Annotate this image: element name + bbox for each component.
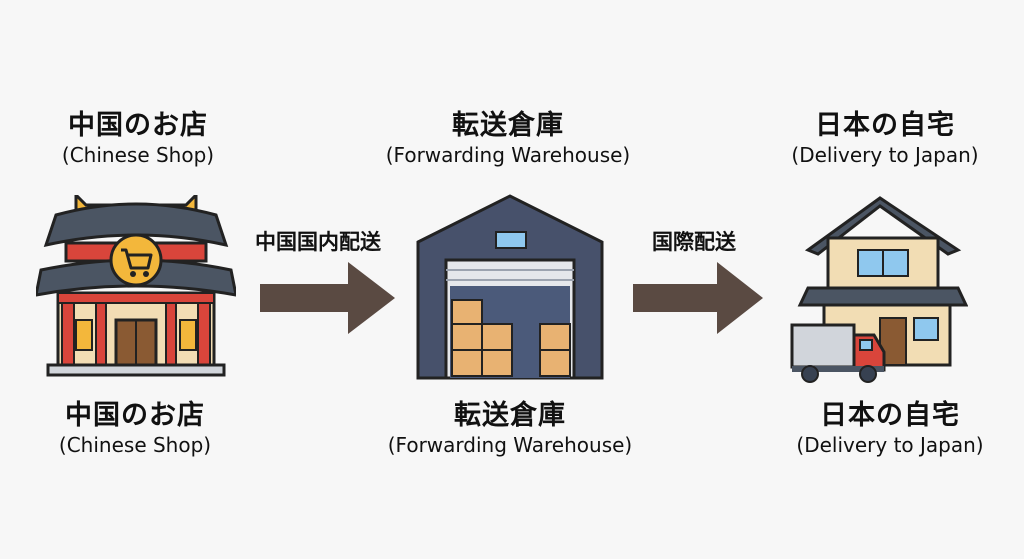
step-3-top-jp: 日本の自宅	[814, 110, 955, 141]
step-3-bottom-jp: 日本の自宅	[819, 400, 960, 431]
step-3-bottom-label: 日本の自宅 (Delivery to Japan)	[796, 400, 983, 458]
step-2-bottom-en: (Forwarding Warehouse)	[387, 433, 633, 457]
arrow-1-label: 中国国内配送	[255, 230, 381, 254]
step-1-top-jp: 中国のお店	[67, 110, 208, 141]
step-1-bottom-label: 中国のお店 (Chinese Shop)	[59, 400, 211, 458]
step-3-top-en: (Delivery to Japan)	[791, 143, 979, 167]
house-truck-icon	[790, 196, 968, 383]
step-1-top-label: 中国のお店 (Chinese Shop)	[62, 110, 214, 168]
step-1-top-en: (Chinese Shop)	[61, 143, 215, 167]
step-2-bottom-label: 転送倉庫 (Forwarding Warehouse)	[388, 400, 632, 458]
step-2-top-jp: 転送倉庫	[451, 110, 564, 141]
arrow-right-icon-2	[633, 262, 763, 334]
step-2-bottom-jp: 転送倉庫	[453, 400, 566, 431]
step-1-bottom-en: (Chinese Shop)	[58, 433, 212, 457]
step-3-top-label: 日本の自宅 (Delivery to Japan)	[791, 110, 978, 168]
chinese-shop-icon	[36, 195, 236, 377]
warehouse-icon	[416, 194, 604, 380]
step-2-top-label: 転送倉庫 (Forwarding Warehouse)	[386, 110, 630, 168]
step-2-top-en: (Forwarding Warehouse)	[385, 143, 631, 167]
step-1-bottom-jp: 中国のお店	[64, 400, 205, 431]
arrow-2-label: 国際配送	[652, 230, 736, 254]
arrow-right-icon	[260, 262, 395, 334]
step-3-bottom-en: (Delivery to Japan)	[796, 433, 984, 457]
